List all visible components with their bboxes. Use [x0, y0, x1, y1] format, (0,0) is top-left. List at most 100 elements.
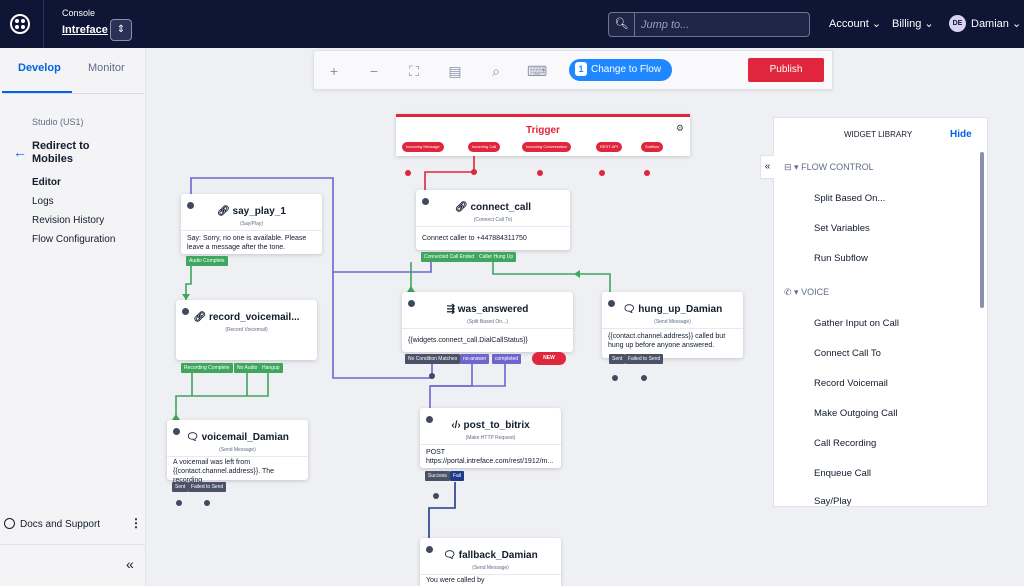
search-icon[interactable]: 🔍︎ — [609, 13, 635, 36]
wire-nocond-to-say — [332, 272, 433, 379]
widget-post-to-bitrix[interactable]: ‹/› post_to_bitrix (Make HTTP Request) P… — [420, 408, 561, 468]
transition-no-audio[interactable]: No Audio — [234, 363, 261, 373]
library-item-split-based-on[interactable]: Split Based On... — [814, 193, 886, 204]
zoom-out-icon[interactable]: − — [369, 63, 379, 79]
collapse-library-icon[interactable]: « — [760, 155, 774, 179]
sidebar-item-logs[interactable]: Logs — [32, 196, 54, 207]
message-icon: 🗨︎ — [443, 550, 459, 561]
library-item-call-recording[interactable]: Call Recording — [814, 438, 877, 449]
transition-failed-to-send[interactable]: Failed to Send — [188, 482, 227, 492]
library-item-gather-input[interactable]: Gather Input on Call — [814, 318, 900, 329]
widget-hung-up-damian[interactable]: 🗨︎ hung_up_Damian (Send Message) {{conta… — [602, 292, 743, 358]
wire-completed — [430, 364, 506, 387]
trigger-incoming-message[interactable]: Incoming Message — [402, 142, 444, 152]
chevron-down-icon: ⌄ — [924, 18, 934, 30]
tab-monitor[interactable]: Monitor — [88, 62, 125, 74]
widget-title: 🗨︎ voicemail_Damian — [186, 432, 289, 443]
library-item-connect-call[interactable]: Connect Call To — [814, 348, 881, 359]
tab-develop[interactable]: Develop — [18, 62, 61, 74]
new-transition-button[interactable]: NEW — [532, 352, 566, 365]
widget-connect-call[interactable]: 🔗︎ connect_call (Connect Call To) Connec… — [416, 190, 570, 250]
search-input[interactable] — [641, 13, 805, 36]
collapse-sidebar-icon[interactable]: « — [126, 556, 134, 572]
zoom-in-icon[interactable]: + — [329, 63, 339, 79]
transition-sent[interactable]: Sent — [609, 354, 626, 364]
transition-hangup[interactable]: Hangup — [259, 363, 283, 373]
trigger-subflow[interactable]: Subflow — [641, 142, 664, 152]
sidebar-item-flow-configuration[interactable]: Flow Configuration — [32, 234, 116, 245]
avatar[interactable]: DE — [949, 15, 966, 32]
widget-title: ⇶ was_answered — [446, 304, 529, 315]
hide-library-button[interactable]: Hide — [950, 129, 972, 140]
sidebar-divider — [0, 544, 146, 545]
fit-to-screen-icon[interactable]: ⛶ — [409, 63, 419, 79]
section-voice[interactable]: ✆ ▾ VOICE — [784, 287, 830, 297]
widget-divider — [181, 230, 322, 231]
library-scrollbar[interactable] — [980, 152, 984, 308]
sidebar-item-revision-history[interactable]: Revision History — [32, 215, 105, 226]
input-dot — [187, 202, 194, 209]
billing-menu[interactable]: Billing ⌄ — [892, 18, 934, 30]
widget-divider — [420, 574, 561, 575]
keyboard-icon[interactable]: ⌨ — [527, 63, 548, 79]
trigger-widget[interactable]: Trigger ⚙ Incoming Message Incoming Call… — [396, 114, 690, 156]
transition-fail[interactable]: Fail — [450, 471, 465, 481]
library-item-set-variables[interactable]: Set Variables — [814, 223, 870, 234]
sidebar: Develop Monitor Studio (US1) ← Redirect … — [0, 48, 146, 586]
trigger-incoming-conversation[interactable]: Incoming Conversation — [522, 142, 571, 152]
wire-fail-to-fallback — [428, 482, 456, 538]
section-flow-control[interactable]: ⊟ ▾ FLOW CONTROL — [784, 162, 874, 172]
split-icon: ⇶ — [446, 304, 458, 315]
transition-no-condition-matches[interactable]: No Condition Matches — [405, 354, 461, 364]
search-canvas-icon[interactable]: ⌕ — [492, 63, 500, 79]
widget-voicemail-damian[interactable]: 🗨︎ voicemail_Damian (Send Message) A voi… — [167, 420, 308, 484]
widget-record-voicemail[interactable]: 🔗︎ record_voicemail... (Record Voicemail… — [176, 300, 317, 360]
transition-success[interactable]: Success — [425, 471, 450, 481]
more-options-icon[interactable]: ⋮ — [130, 516, 142, 530]
library-item-run-subflow[interactable]: Run Subflow — [814, 253, 868, 264]
calendar-icon[interactable]: ▤ — [448, 63, 462, 79]
transition-sent[interactable]: Sent — [172, 482, 189, 492]
transition-completed[interactable]: completed — [492, 354, 522, 364]
transition-caller-hung-up[interactable]: Caller Hung Up — [476, 252, 517, 262]
library-item-record-voicemail[interactable]: Record Voicemail — [814, 378, 888, 389]
account-switcher-button[interactable]: ⇕ — [110, 19, 132, 41]
trigger-rest-api[interactable]: REST API — [596, 142, 622, 152]
flow-name: Redirect to Mobiles — [32, 140, 90, 165]
back-arrow-icon[interactable]: ← — [13, 144, 27, 160]
account-name-link[interactable]: Intreface — [62, 24, 108, 36]
library-item-enqueue-call[interactable]: Enqueue Call — [814, 468, 872, 479]
code-icon: ‹/› — [451, 420, 464, 431]
widget-divider — [167, 456, 308, 457]
widget-type: (Send Message) — [654, 319, 691, 325]
transition-no-answer[interactable]: no-answer — [460, 354, 490, 364]
transition-audio-complete[interactable]: Audio Complete — [186, 256, 228, 266]
widget-say-play[interactable]: 🔗︎ say_play_1 (Say/Play) Say: Sorry, no … — [181, 194, 322, 254]
trigger-title: Trigger — [526, 125, 560, 136]
widget-fallback-damian[interactable]: 🗨︎ fallback_Damian (Send Message) You we… — [420, 538, 561, 586]
user-menu[interactable]: Damian ⌄ — [971, 18, 1022, 30]
twilio-logo-icon[interactable] — [10, 14, 30, 34]
trigger-incoming-call[interactable]: Incoming Call — [468, 142, 501, 152]
wire-record-to-voicemail — [175, 372, 269, 420]
widget-type: (Make HTTP Request) — [465, 435, 516, 441]
widget-was-answered[interactable]: ⇶ was_answered (Split Based On...) {{wid… — [402, 292, 573, 352]
flow-control-icon: ⊟ — [784, 162, 792, 172]
sidebar-item-editor[interactable]: Editor — [32, 177, 61, 188]
account-menu[interactable]: Account ⌄ — [829, 18, 882, 30]
widget-body: {{widgets.connect_call.DialCallStatus}} — [408, 337, 528, 344]
tab-divider — [2, 93, 144, 94]
library-item-say-play[interactable]: Say/Play — [814, 496, 852, 507]
lifebuoy-icon — [4, 518, 15, 529]
library-item-make-outgoing-call[interactable]: Make Outgoing Call — [814, 408, 898, 419]
output-dots — [176, 373, 647, 506]
transition-connected-call-ended[interactable]: Connected Call Ended — [421, 252, 478, 262]
publish-button[interactable]: Publish — [748, 58, 824, 82]
docs-and-support-link[interactable]: Docs and Support — [4, 518, 100, 530]
gear-icon[interactable]: ⚙ — [675, 123, 684, 133]
transition-recording-complete[interactable]: Recording Complete — [181, 363, 233, 373]
wire-hungup-to-hungup — [492, 262, 611, 292]
transition-failed-to-send[interactable]: Failed to Send — [625, 354, 664, 364]
